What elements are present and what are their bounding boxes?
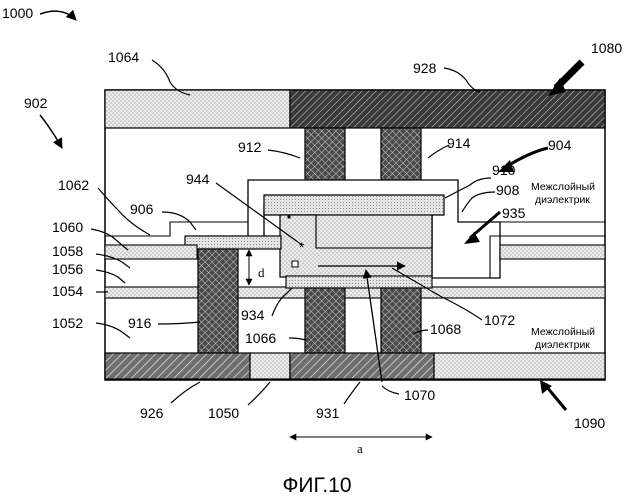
ref-904: 904 — [548, 137, 572, 153]
ref-1080: 1080 — [591, 40, 622, 56]
ref-916: 916 — [128, 315, 152, 331]
layer-1054 — [105, 287, 605, 298]
ref-1056: 1056 — [52, 261, 83, 277]
via-916 — [198, 249, 238, 353]
ref-1000: 1000 — [2, 5, 33, 21]
ref-1054: 1054 — [52, 283, 83, 299]
ref-1068: 1068 — [430, 321, 461, 337]
dielectric-label-lower-2: диэлектрик — [535, 339, 590, 351]
via-1066 — [305, 288, 345, 353]
ref-935: 935 — [502, 205, 526, 221]
ref-912: 912 — [238, 139, 262, 155]
layer-1050 — [250, 353, 290, 379]
ref-1060: 1060 — [52, 219, 83, 235]
small-marker — [292, 261, 298, 267]
ref-1050: 1050 — [208, 405, 239, 421]
layer-931 — [290, 353, 434, 379]
arrow-1090 — [546, 386, 566, 410]
ref-944: 944 — [186, 171, 210, 187]
ref-1070: 1070 — [404, 387, 435, 403]
via-1068 — [381, 288, 421, 353]
ref-934: 934 — [241, 307, 265, 323]
arrow-902 — [40, 115, 62, 148]
ref-931: 931 — [316, 405, 340, 421]
ref-902: 902 — [24, 95, 48, 111]
dielectric-label-upper-2: диэлектрик — [535, 194, 590, 206]
ref-1064: 1064 — [108, 49, 139, 65]
dimension-a-label: a — [357, 441, 363, 456]
electrode-906 — [185, 236, 281, 249]
ref-1058: 1058 — [52, 243, 83, 259]
ref-1072: 1072 — [484, 312, 515, 328]
dielectric-label-upper-1: Межслойный — [531, 181, 595, 193]
ref-1062: 1062 — [58, 177, 89, 193]
ref-1052: 1052 — [52, 315, 83, 331]
dielectric-label-lower-1: Межслойный — [531, 326, 595, 338]
figure-caption: ФИГ.10 — [282, 474, 351, 497]
point-944 — [287, 215, 290, 218]
ref-928: 928 — [413, 60, 437, 76]
bottom-electrode-934 — [286, 276, 432, 288]
ref-908: 908 — [496, 182, 520, 198]
ref-910: 910 — [492, 162, 516, 178]
layer-928 — [290, 90, 605, 128]
layer-1058-right — [500, 245, 605, 259]
ref-926: 926 — [140, 405, 164, 421]
layer-926 — [105, 353, 250, 379]
layer-1090 — [434, 353, 605, 379]
asterisk-mark: * — [299, 239, 305, 255]
arrow-1000 — [40, 11, 76, 20]
ref-1066: 1066 — [245, 330, 276, 346]
ref-1090: 1090 — [574, 415, 605, 431]
layer-1058-left — [105, 245, 197, 259]
layer-1064 — [105, 90, 290, 128]
ref-906: 906 — [130, 201, 154, 217]
ref-914: 914 — [447, 135, 471, 151]
dimension-d-label: d — [258, 265, 265, 280]
